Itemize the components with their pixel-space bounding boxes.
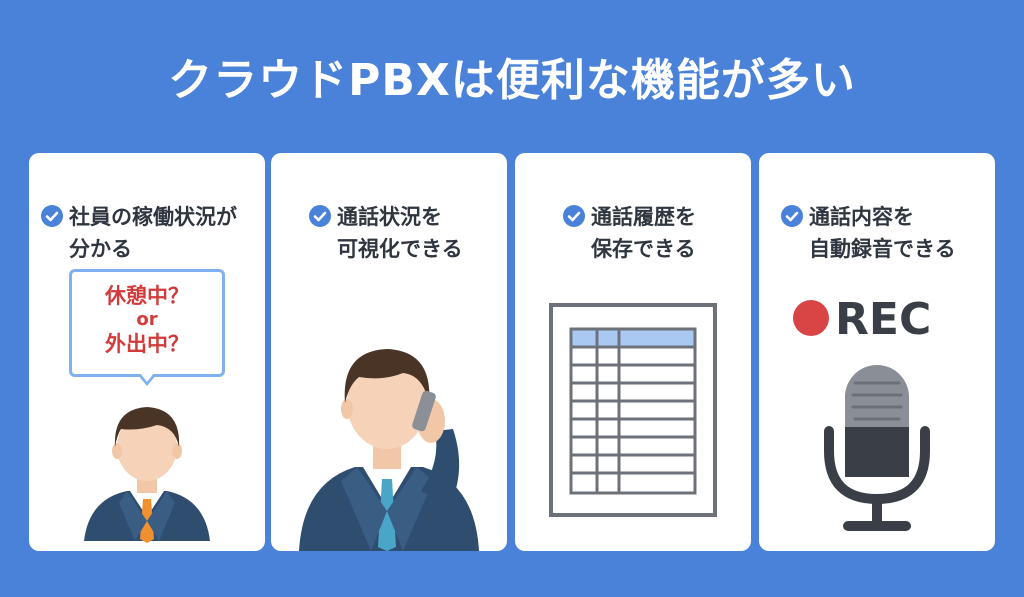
card-heading: 社員の稼働状況が 分かる: [29, 201, 265, 265]
card-heading: 通話状況を 可視化できる: [271, 201, 507, 265]
microphone-icon: [824, 365, 930, 531]
card-heading-line2: 保存できる: [591, 237, 696, 261]
card-heading-line1: 社員の稼働状況が: [69, 205, 237, 229]
card-heading: 通話内容を 自動録音できる: [759, 201, 995, 265]
check-icon: [41, 205, 63, 227]
feature-card-visualize: 通話状況を 可視化できる: [271, 153, 507, 551]
card-heading-line1: 通話状況を: [337, 205, 442, 229]
bubble-line1: 休憩中？: [105, 284, 189, 308]
rec-indicator: REC: [793, 297, 931, 343]
businessman-on-phone-icon: [299, 349, 479, 551]
table-document-icon: [549, 303, 717, 517]
record-dot-icon: [793, 300, 829, 336]
card-heading-line2: 自動録音できる: [809, 237, 956, 261]
page-title: クラウドPBXは便利な機能が多い: [168, 55, 856, 106]
check-icon: [309, 205, 331, 227]
feature-card-history: 通話履歴を 保存できる: [515, 153, 751, 551]
businessman-icon: [84, 407, 210, 543]
speech-bubble: 休憩中？ or 外出中？: [69, 269, 225, 377]
card-heading-line1: 通話内容を: [809, 205, 914, 229]
card-heading-line1: 通話履歴を: [591, 205, 696, 229]
card-heading-line2: 分かる: [69, 237, 132, 261]
card-heading-line2: 可視化できる: [337, 237, 463, 261]
check-icon: [563, 205, 585, 227]
rec-label: REC: [835, 294, 932, 345]
feature-card-status: 社員の稼働状況が 分かる 休憩中？ or 外出中？: [29, 153, 265, 551]
bubble-line2: 外出中？: [105, 332, 189, 356]
card-heading: 通話履歴を 保存できる: [515, 201, 751, 265]
check-icon: [781, 205, 803, 227]
feature-card-recording: 通話内容を 自動録音できる REC: [759, 153, 995, 551]
bubble-or: or: [136, 309, 158, 330]
